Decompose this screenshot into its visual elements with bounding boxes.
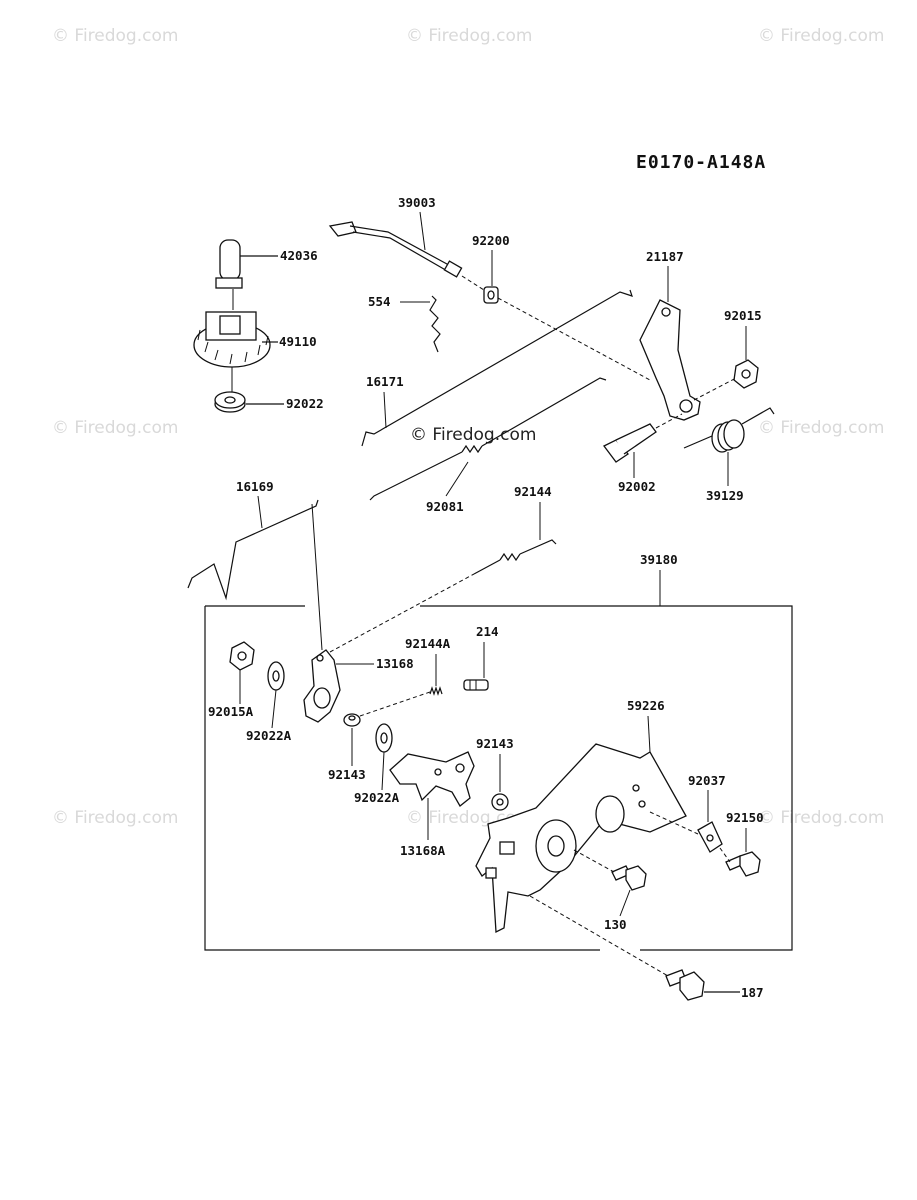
label-39129: 39129 — [706, 488, 744, 503]
watermark-low-right: © Firedog.com — [758, 808, 885, 828]
part-21187-lever — [639, 299, 701, 421]
label-92144A: 92144A — [405, 636, 451, 651]
label-21187: 21187 — [646, 249, 684, 264]
label-16169: 16169 — [236, 479, 274, 494]
label-92022: 92022 — [286, 396, 324, 411]
label-92143-2: 92143 — [476, 736, 514, 751]
label-39180: 39180 — [640, 552, 678, 567]
label-92037: 92037 — [688, 773, 726, 788]
label-92150: 92150 — [726, 810, 764, 825]
label-92002: 92002 — [618, 479, 656, 494]
part-92037-clip — [697, 821, 723, 853]
part-130-bolt — [611, 865, 647, 891]
part-42036-knob — [215, 239, 243, 310]
center-watermark: © Firedog.com — [410, 425, 536, 445]
part-187-bolt — [665, 969, 705, 1001]
part-39129-spring — [683, 407, 775, 453]
part-92015-nut — [733, 359, 759, 389]
part-92143-washer-2 — [491, 793, 509, 811]
part-16171-rod — [361, 289, 633, 447]
watermark-top-right: © Firedog.com — [758, 26, 885, 46]
watermark-low-left: © Firedog.com — [52, 808, 179, 828]
label-92200: 92200 — [472, 233, 510, 248]
part-92144-spring — [473, 539, 557, 575]
label-214: 214 — [476, 624, 499, 639]
label-130: 130 — [604, 917, 627, 932]
label-92015: 92015 — [724, 308, 762, 323]
label-187: 187 — [741, 985, 764, 1000]
label-59226: 59226 — [627, 698, 665, 713]
label-92143-1: 92143 — [328, 767, 366, 782]
watermark-top-left: © Firedog.com — [52, 26, 179, 46]
part-92022A-washer-2 — [375, 723, 393, 753]
part-16169-rod — [187, 499, 319, 601]
part-59226-plate — [475, 743, 687, 934]
label-16171: 16171 — [366, 374, 404, 389]
label-13168: 13168 — [376, 656, 414, 671]
label-92022A-1: 92022A — [246, 728, 292, 743]
part-554-clip — [429, 295, 441, 353]
part-92200-nut — [483, 286, 499, 304]
label-92081: 92081 — [426, 499, 464, 514]
part-214-pin — [463, 679, 489, 691]
part-39003-rod — [328, 221, 463, 278]
label-92022A-2: 92022A — [354, 790, 400, 805]
part-92144A-spring — [429, 686, 443, 696]
label-554: 554 — [368, 294, 391, 309]
part-92002-bolt — [603, 423, 657, 463]
part-92015A-nut — [229, 641, 255, 671]
part-92150-bolt — [725, 851, 761, 877]
label-39003: 39003 — [398, 195, 436, 210]
part-92022A-washer-1 — [267, 661, 285, 691]
label-13168A: 13168A — [400, 843, 446, 858]
watermark-mid-left: © Firedog.com — [52, 418, 179, 438]
label-42036: 42036 — [280, 248, 318, 263]
part-49110-gear — [193, 311, 271, 368]
watermark-top-center: © Firedog.com — [406, 26, 533, 46]
part-92143-washer-1 — [343, 713, 361, 727]
part-13168A-bracket — [389, 751, 475, 807]
part-92022-washer — [214, 391, 246, 413]
watermark-mid-right: © Firedog.com — [758, 418, 885, 438]
diagram-code: E0170-A148A — [636, 152, 767, 173]
label-49110: 49110 — [279, 334, 317, 349]
label-92015A: 92015A — [208, 704, 254, 719]
part-13168-link — [303, 649, 341, 723]
assembly-box-39180 — [204, 605, 793, 951]
part-92081-spring — [369, 377, 607, 501]
label-92144: 92144 — [514, 484, 552, 499]
